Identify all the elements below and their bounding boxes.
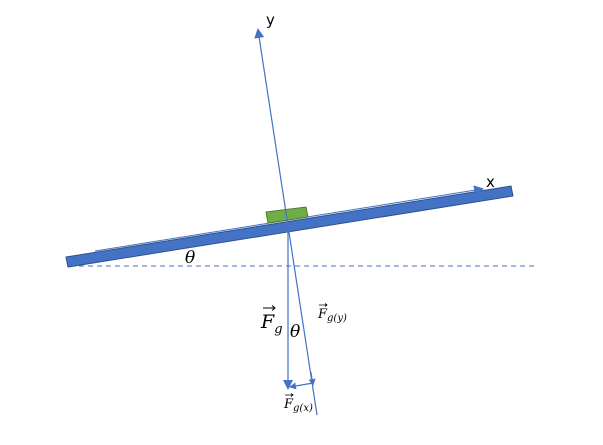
vector-arrow-icon (319, 303, 328, 307)
incline-angle-label: θ (185, 248, 195, 268)
x-axis-label: x (486, 173, 495, 191)
gravity-y-label: Fg(y) (317, 303, 347, 324)
y-axis-label: y (266, 11, 275, 29)
gravity-x-component-arrow (289, 382, 314, 390)
force-angle-label: θ (290, 322, 300, 342)
svg-text:Fg: Fg (260, 311, 283, 337)
gravity-label: Fg (260, 305, 283, 337)
vector-arrow-icon (263, 305, 276, 311)
inclined-plane (65, 185, 514, 268)
gravity-x-label: Fg(x) (283, 393, 313, 414)
vector-arrow-icon (285, 393, 294, 397)
block (265, 206, 309, 224)
svg-text:Fg(y): Fg(y) (317, 307, 347, 324)
svg-text:Fg(x): Fg(x) (283, 397, 313, 414)
